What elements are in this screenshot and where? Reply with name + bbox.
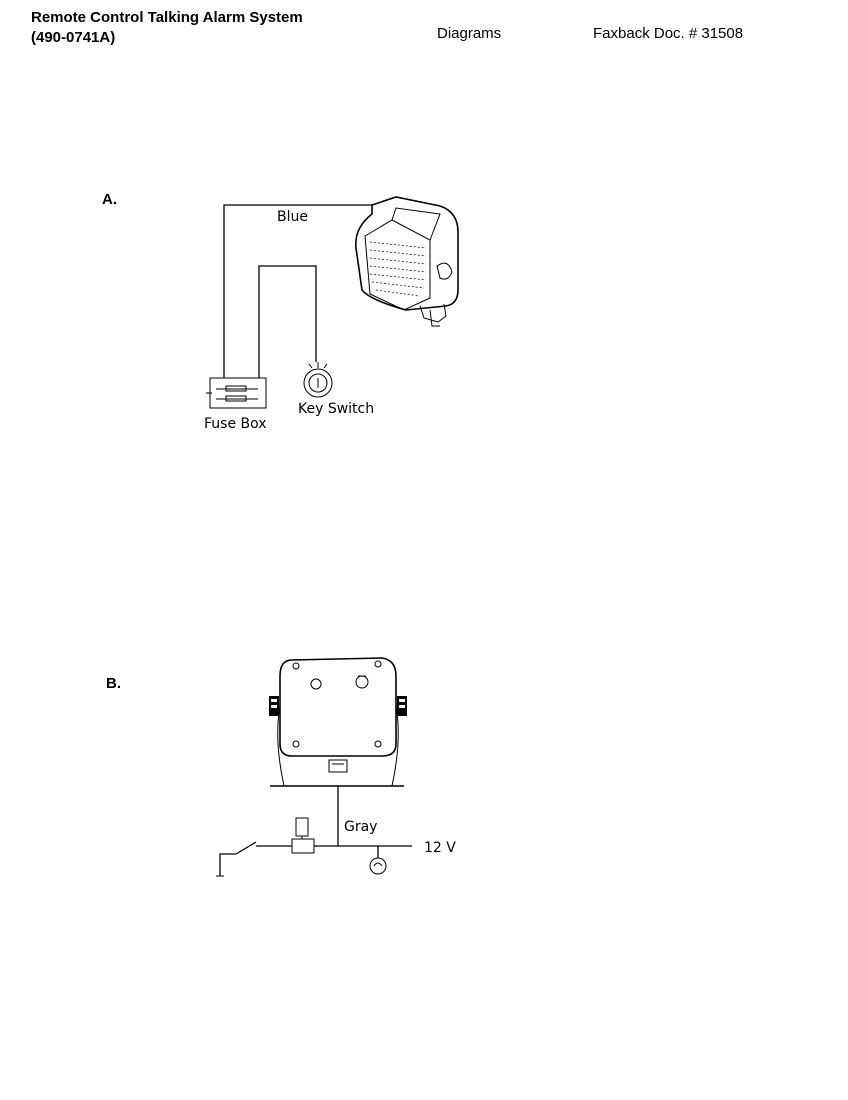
circuit: [216, 817, 412, 877]
blue-wire-label: Blue: [277, 209, 308, 225]
key-switch-label: Key Switch: [298, 401, 374, 417]
fuse-box: [206, 377, 267, 409]
diagram-a-marker: A.: [102, 191, 117, 208]
document-reference: Faxback Doc. # 31508: [593, 25, 744, 42]
indicator-lamp: [369, 857, 387, 875]
key-switch: [303, 362, 333, 398]
diagram-a: Blue Fuse Box Key Switch: [204, 196, 459, 432]
section-title: Diagrams: [437, 25, 502, 42]
diagram-b: Gray 12 V: [216, 657, 456, 877]
relay-connector: [291, 838, 315, 854]
model-number: (490-0741A): [31, 29, 116, 46]
alarm-unit-rear: [269, 657, 407, 787]
alarm-unit: [355, 196, 459, 327]
blue-wire: [223, 204, 372, 378]
key-switch-wire: [258, 265, 317, 378]
voltage-label: 12 V: [424, 840, 456, 856]
diagram-b-marker: B.: [106, 675, 121, 692]
fuse-box-label: Fuse Box: [204, 416, 267, 432]
document-title: Remote Control Talking Alarm System: [31, 9, 303, 26]
gray-wire-label: Gray: [344, 819, 377, 835]
